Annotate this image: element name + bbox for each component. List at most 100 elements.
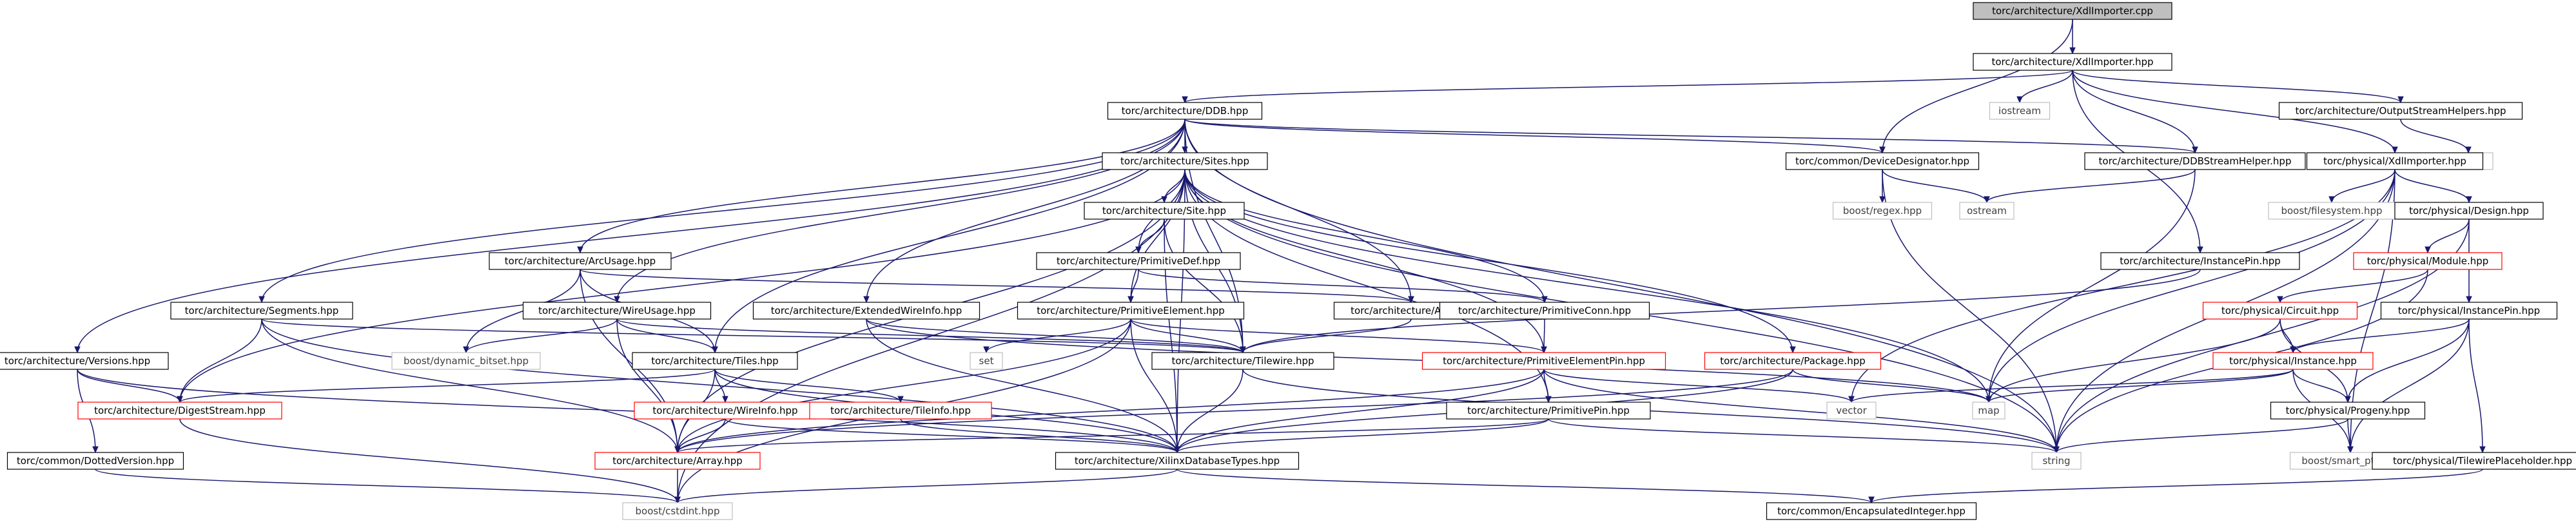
edge-n18-to-n25: [580, 269, 1412, 303]
edge-n34-to-n39: [1988, 369, 2294, 403]
edge-n1-to-n4: [2072, 70, 2401, 103]
header-node[interactable]: torc/architecture/Tilewire.hpp: [1151, 352, 1334, 370]
header-node[interactable]: torc/architecture/TileInfo.hpp: [809, 402, 992, 420]
node-box: [594, 452, 761, 470]
arrowhead-n1-to-n9: [2392, 146, 2398, 154]
node-box: [522, 302, 712, 320]
node-label: torc/architecture/XdlImporter.cpp: [1992, 5, 2153, 17]
header-node[interactable]: torc/physical/TilewirePlaceholder.hpp: [2372, 452, 2576, 470]
header-node[interactable]: torc/physical/Circuit.hpp: [2202, 302, 2358, 320]
header-node[interactable]: torc/architecture/XilinxDatabaseTypes.hp…: [1055, 452, 1300, 470]
header-node[interactable]: torc/common/DottedVersion.hpp: [6, 452, 184, 470]
header-node[interactable]: torc/architecture/InstancePin.hpp: [2100, 252, 2300, 270]
header-node[interactable]: torc/architecture/XdlImporter.hpp: [1973, 53, 2172, 71]
header-node[interactable]: torc/architecture/OutputStreamHelpers.hp…: [2278, 102, 2523, 120]
arrowhead-n34-to-n40: [2345, 396, 2351, 403]
edge-n22-to-n29: [616, 318, 716, 353]
header-node[interactable]: torc/architecture/Sites.hpp: [1102, 152, 1268, 170]
edge-n1-to-n8: [2072, 70, 2196, 153]
header-node[interactable]: torc/physical/XdlImporter.hpp: [2306, 152, 2484, 170]
arrowhead-n24-to-n30: [983, 346, 990, 354]
header-node[interactable]: torc/physical/Design.hpp: [2394, 202, 2544, 220]
arrowhead-n7-to-n10: [1879, 196, 1886, 204]
header-node[interactable]: torc/architecture/ArcUsage.hpp: [489, 252, 672, 270]
header-node[interactable]: torc/architecture/Package.hpp: [1704, 352, 1882, 370]
edge-n17-to-n26: [1138, 269, 1545, 303]
node-box: [1084, 202, 1245, 220]
node-box: [1973, 53, 2172, 71]
node-label: torc/architecture/DigestStream.hpp: [94, 405, 266, 416]
arrowhead-n41-to-n45: [2053, 446, 2060, 454]
edge-n9-to-n46: [2350, 169, 2395, 453]
edge-n34-to-n38: [1851, 369, 2294, 403]
edge-n15-to-n31: [1242, 269, 2201, 353]
header-node: ostream: [1959, 202, 2015, 220]
header-node[interactable]: torc/architecture/Versions.hpp: [0, 352, 169, 370]
node-box: [1832, 202, 1933, 220]
arrowhead-n2-to-n22: [614, 296, 620, 304]
header-node[interactable]: torc/architecture/DDB.hpp: [1107, 102, 1263, 120]
node-label: torc/architecture/Array.hpp: [612, 455, 743, 467]
header-node: vector: [1826, 402, 1877, 420]
header-node: boost/dynamic_bitset.hpp: [391, 352, 541, 370]
arrowhead-n22-to-n28: [463, 346, 469, 354]
arrowhead-n14-to-n17: [1135, 246, 1142, 254]
node-label: torc/common/EncapsulatedInteger.hpp: [1777, 505, 1966, 517]
header-node[interactable]: torc/architecture/PrimitiveDef.hpp: [1036, 252, 1241, 270]
header-node[interactable]: torc/architecture/DigestStream.hpp: [77, 402, 282, 420]
arrowhead-n26-to-n32: [1541, 346, 1547, 354]
arrowhead-n13-to-n20: [2466, 296, 2472, 304]
header-node[interactable]: torc/common/EncapsulatedInteger.hpp: [1766, 502, 1977, 520]
header-node[interactable]: torc/physical/Instance.hpp: [2212, 352, 2374, 370]
edge-n24-to-n44: [1130, 318, 1178, 453]
node-box: [170, 302, 353, 320]
header-node[interactable]: torc/architecture/PrimitiveConn.hpp: [1439, 302, 1650, 320]
arrowhead-n1-to-n3: [2016, 96, 2023, 104]
node-box: [77, 402, 282, 420]
arrowhead-n16-to-n19: [2277, 296, 2283, 304]
header-node[interactable]: torc/architecture/PrimitiveElement.hpp: [1017, 302, 1245, 320]
arrowhead-n9-to-n12: [2328, 196, 2335, 204]
header-node[interactable]: torc/physical/Progeny.hpp: [2270, 402, 2426, 420]
arrowhead-n1-to-n2: [1182, 96, 1188, 104]
node-label: map: [1978, 405, 1999, 416]
header-node[interactable]: torc/architecture/Tiles.hpp: [632, 352, 798, 370]
header-node[interactable]: torc/architecture/WireInfo.hpp: [634, 402, 817, 420]
header-node[interactable]: torc/architecture/ExtendedWireInfo.hpp: [752, 302, 981, 320]
edge-n20-to-n47: [2468, 318, 2483, 453]
header-node[interactable]: torc/architecture/DDBStreamHelper.hpp: [2084, 152, 2306, 170]
arrowhead-n8-to-n11: [1984, 196, 1990, 204]
header-node[interactable]: torc/architecture/Site.hpp: [1084, 202, 1245, 220]
node-label: torc/physical/XdlImporter.hpp: [2323, 155, 2466, 167]
header-node[interactable]: torc/architecture/PrimitiveElementPin.hp…: [1421, 352, 1666, 370]
header-node[interactable]: torc/physical/InstancePin.hpp: [2380, 302, 2558, 320]
edge-n2-to-n18: [580, 119, 1186, 253]
edge-n24-to-n30: [986, 318, 1131, 353]
node-label: torc/architecture/XdlImporter.hpp: [1991, 56, 2153, 68]
header-node[interactable]: torc/architecture/XdlImporter.cpp: [1973, 2, 2172, 20]
node-box: [1036, 252, 1241, 270]
arrowhead-n44-to-n48: [674, 496, 681, 504]
node-label: torc/architecture/PrimitiveElementPin.hp…: [1443, 355, 1645, 367]
node-box: [632, 352, 798, 370]
node-box: [2212, 352, 2374, 370]
node-box: [0, 352, 169, 370]
edge-n42-to-n48: [95, 469, 678, 503]
header-node[interactable]: torc/common/DeviceDesignator.hpp: [1785, 152, 1980, 170]
header-node[interactable]: torc/architecture/PrimitivePin.hpp: [1446, 402, 1651, 420]
node-label: iostream: [1998, 105, 2041, 117]
edge-n34-to-n40: [2292, 369, 2348, 403]
edge-n29-to-n37: [714, 369, 901, 403]
edge-n32-to-n44: [1176, 369, 1545, 453]
arrowhead-n22-to-n29: [712, 346, 718, 354]
node-box: [634, 402, 817, 420]
arrowhead-n17-to-n24: [1127, 296, 1134, 304]
node-label: torc/physical/Circuit.hpp: [2221, 305, 2339, 316]
header-node[interactable]: torc/physical/Module.hpp: [2353, 252, 2503, 270]
header-node[interactable]: torc/architecture/Segments.hpp: [170, 302, 353, 320]
node-box: [1973, 2, 2172, 20]
edge-n13-to-n16: [2427, 218, 2470, 253]
header-node[interactable]: torc/architecture/WireUsage.hpp: [522, 302, 712, 320]
node-label: torc/physical/Module.hpp: [2367, 255, 2489, 267]
header-node[interactable]: torc/architecture/Array.hpp: [594, 452, 761, 470]
